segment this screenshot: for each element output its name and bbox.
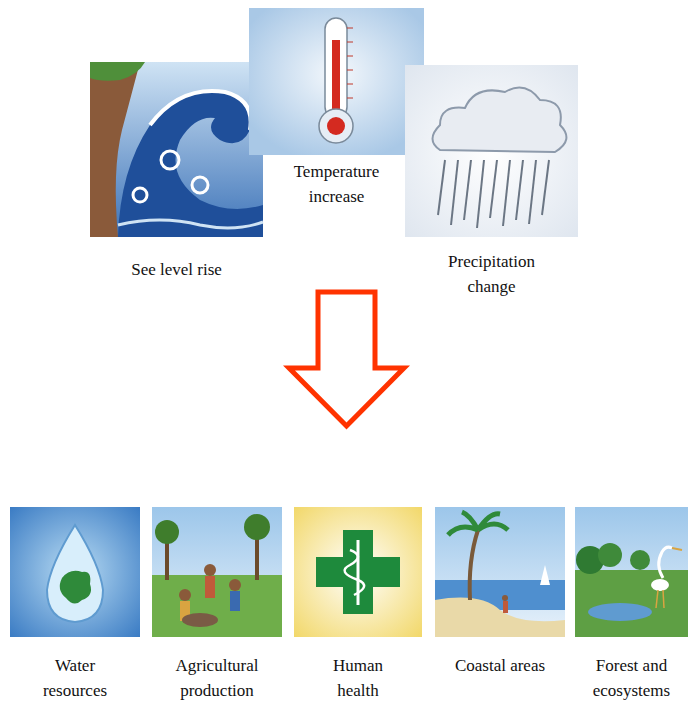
rain-cloud-picture-part-part (529, 160, 536, 224)
farm-picture-part (152, 575, 282, 637)
rain-cloud-picture-part (433, 88, 567, 153)
rain-cloud-picture-part-part (490, 160, 497, 218)
coast-picture-part (540, 565, 550, 585)
farm-picture-part (229, 579, 241, 591)
coast-picture-part (448, 512, 508, 535)
rain-cloud-picture-part (438, 160, 549, 228)
flow-arrow (289, 292, 404, 426)
forest-picture-part (598, 543, 622, 567)
picture-caption: Precipitation change (427, 250, 557, 299)
picture-caption: Temperature increase (272, 160, 402, 209)
forest-picture-part (651, 579, 669, 591)
rain-cloud-picture-part-part (503, 160, 510, 226)
farm-picture-part (152, 507, 282, 637)
picture-caption: Forest and ecosystems (575, 654, 688, 703)
sea-wave-picture-part (192, 177, 208, 193)
health-cross-picture-part (345, 550, 365, 595)
picture-card: Precipitation change (405, 65, 578, 300)
sea-wave-picture (90, 62, 263, 237)
farm-picture-part (205, 576, 215, 598)
forest-picture-part (588, 603, 652, 621)
thermometer-picture-part-part (347, 28, 353, 29)
thermometer-picture-part-part (347, 98, 353, 99)
rain-cloud-picture-part (405, 65, 578, 237)
farm-picture-part (155, 520, 179, 544)
forest-picture-part (656, 590, 658, 608)
forest-picture-part (575, 570, 688, 637)
coast-picture-part (435, 507, 565, 637)
health-cross-picture-part (294, 507, 422, 637)
sea-wave-picture-part (161, 151, 179, 169)
coast-picture (435, 507, 565, 637)
picture-card: See level rise (90, 62, 263, 283)
forest-picture-part (575, 507, 688, 637)
picture-card: Water resources (10, 507, 140, 704)
thermometer-picture-part-part (347, 56, 353, 57)
health-cross-picture (294, 507, 422, 637)
coast-picture-part (435, 598, 565, 637)
thermometer-picture-part (332, 40, 340, 120)
rain-cloud-picture-part-part (542, 160, 549, 215)
thermometer-picture (249, 8, 424, 155)
farm-picture-part (230, 591, 240, 611)
forest-picture (575, 507, 688, 637)
rain-cloud-picture (405, 65, 578, 237)
rain-cloud-picture-part-part (438, 160, 445, 215)
sea-wave-picture-part (133, 188, 147, 202)
sea-wave-picture-part (90, 62, 263, 237)
rain-cloud-picture-part-part (516, 160, 523, 220)
coast-picture-part (502, 595, 508, 601)
forest-picture-part (659, 547, 672, 578)
rain-cloud-picture-part-part (464, 160, 471, 220)
picture-card: Coastal areas (435, 507, 565, 679)
thermometer-picture-part-part (347, 70, 353, 71)
picture-caption: Agricultural production (157, 654, 277, 703)
sea-wave-picture-part (90, 62, 145, 81)
picture-card: Forest and ecosystems (575, 507, 688, 704)
health-cross-picture-part (357, 540, 360, 605)
farm-picture-part (182, 613, 218, 627)
sea-wave-picture-part (150, 91, 251, 130)
picture-card: Agricultural production (152, 507, 282, 704)
picture-caption: Water resources (30, 654, 120, 703)
sea-wave-picture-part (118, 220, 263, 228)
health-cross-picture-part (316, 530, 400, 614)
water-drop-picture (10, 507, 140, 637)
coast-picture-part (470, 530, 478, 600)
thermometer-picture-part (347, 28, 353, 98)
thermometer-picture-part (327, 117, 345, 135)
picture-caption: Human health (318, 654, 398, 703)
farm-picture-part (179, 589, 191, 601)
forest-picture-part (663, 590, 664, 608)
farm-picture-part (244, 514, 270, 540)
picture-card: Human health (294, 507, 422, 704)
forest-picture-part (672, 548, 682, 550)
thermometer-picture-part-part (347, 84, 353, 85)
rain-cloud-picture-part-part (451, 160, 458, 225)
picture-caption: See level rise (97, 258, 257, 283)
rain-cloud-picture-part-part (477, 160, 484, 228)
sea-wave-picture-part (118, 91, 263, 237)
water-drop-picture-part (60, 571, 91, 604)
thermometer-picture-part-part (347, 42, 353, 43)
coast-picture-part (503, 601, 508, 613)
picture-caption: Coastal areas (435, 654, 565, 679)
water-drop-picture-part (10, 507, 140, 637)
water-drop-picture-part (47, 525, 103, 622)
farm-picture-part (204, 564, 216, 576)
thermometer-picture-part (249, 8, 424, 155)
thermometer-picture-part (319, 109, 353, 143)
forest-picture-part (630, 550, 650, 570)
farm-picture (152, 507, 282, 637)
picture-card: Temperature increase (249, 8, 424, 210)
